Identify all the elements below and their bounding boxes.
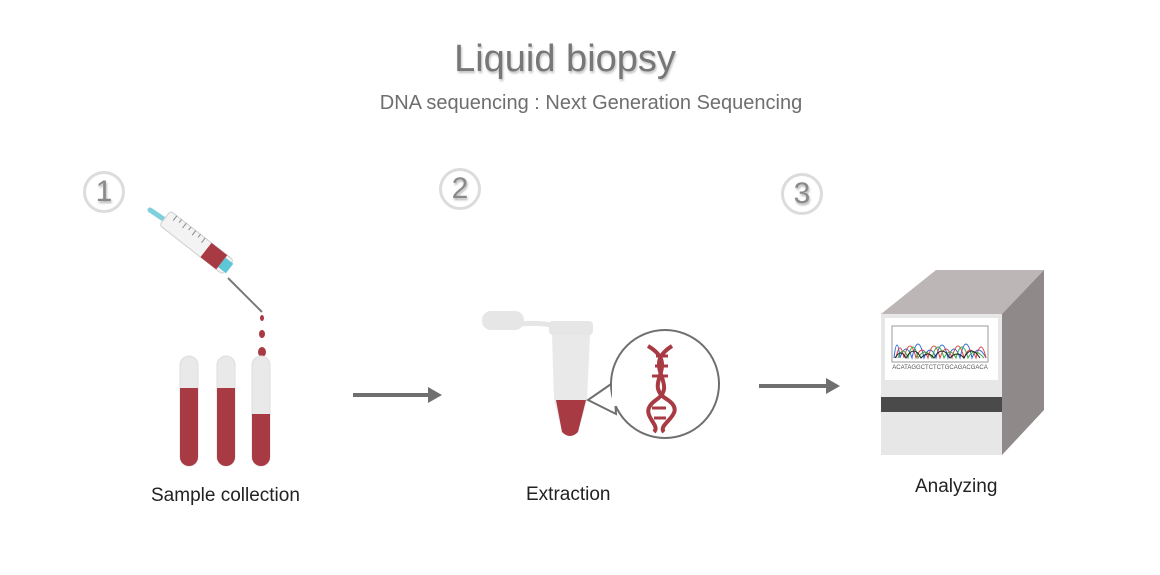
blood-drops-icon bbox=[258, 315, 266, 357]
syringe-icon bbox=[147, 207, 263, 313]
step-3-label: Analyzing bbox=[915, 476, 998, 497]
dna-helix-icon bbox=[646, 344, 677, 434]
chromatogram-icon bbox=[893, 343, 987, 360]
sequence-readout: ACATAGGCTCTCTGCAGACGACA bbox=[892, 365, 987, 371]
blood-tubes-icon bbox=[179, 355, 271, 467]
step-2-number: 2 bbox=[439, 168, 481, 210]
step-3-number: 3 bbox=[781, 173, 823, 215]
sequencer-machine-icon: ACATAGGCTCTCTGCAGACGACA bbox=[881, 270, 1044, 455]
arrow-right-icon bbox=[353, 387, 442, 403]
arrow-right-icon bbox=[759, 378, 840, 394]
step-1-label: Sample collection bbox=[151, 485, 300, 506]
diagram-subtitle: DNA sequencing : Next Generation Sequenc… bbox=[379, 92, 803, 114]
step-2-label: Extraction bbox=[526, 484, 611, 505]
step-1-number: 1 bbox=[83, 171, 125, 213]
microtube-icon bbox=[482, 311, 593, 436]
diagram-title: Liquid biopsy bbox=[454, 38, 676, 80]
